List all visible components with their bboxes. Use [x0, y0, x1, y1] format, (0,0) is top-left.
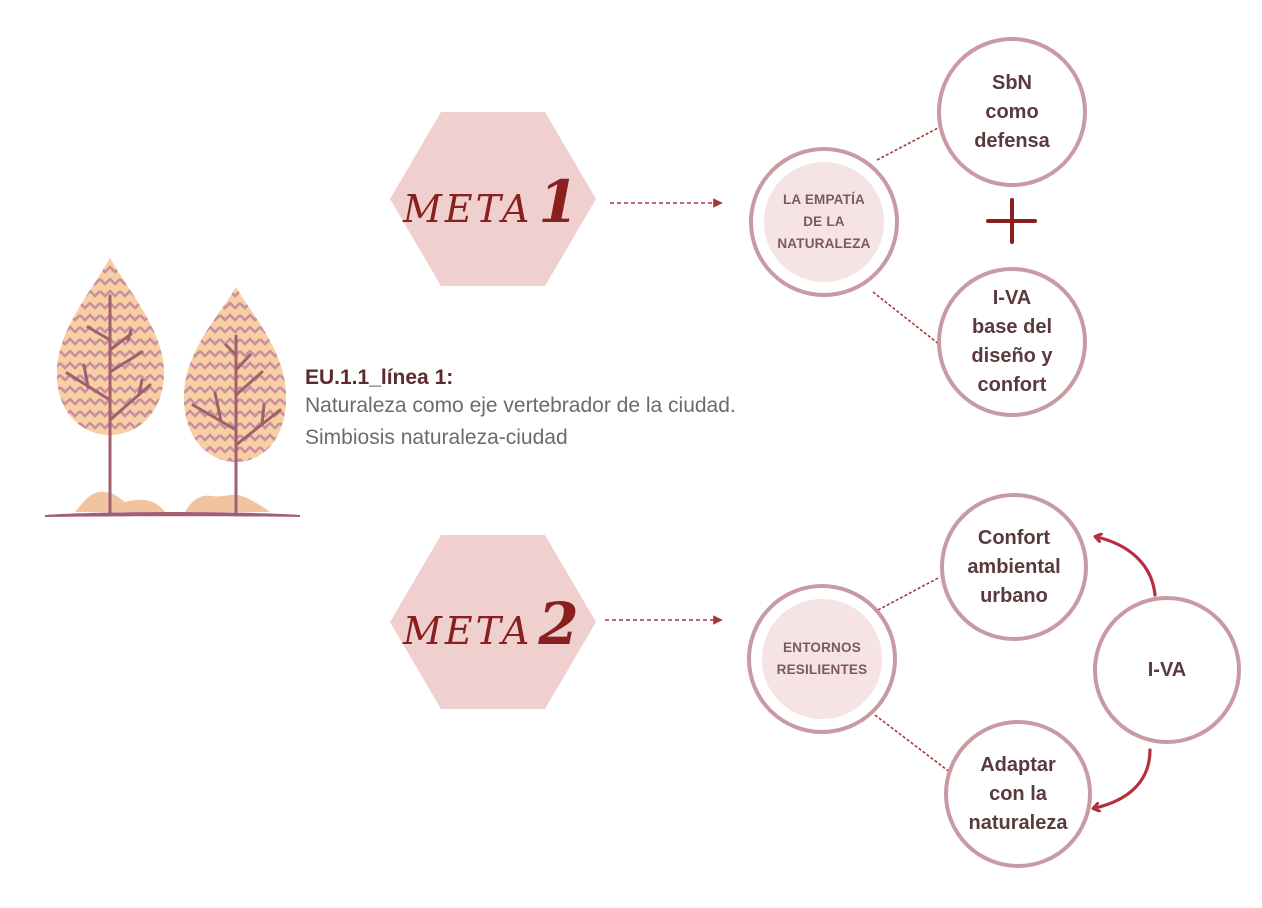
meta2-center-line-1: ENTORNOS [783, 639, 861, 655]
meta1-bottom-node: I-VA base del diseño y confort [937, 267, 1087, 417]
meta2-connector-top [877, 576, 941, 611]
meta2-word: META [403, 609, 533, 653]
meta2-top-line-3: urbano [980, 584, 1048, 607]
meta1-bottom-line-4: confort [977, 374, 1047, 396]
meta1-center-node: LA EMPATÍA DE LA NATURALEZA [749, 147, 899, 297]
meta1-bottom-line-3: diseño y [971, 345, 1053, 367]
meta1-center-line-2: DE LA [803, 213, 845, 229]
meta2-number: 2 [538, 590, 579, 658]
meta2-bottom-line-2: con la [989, 782, 1047, 805]
line-text-1: Naturaleza como eje vertebrador de la ci… [305, 394, 736, 417]
meta1-connector-top [876, 126, 941, 161]
line-text-2: Simbiosis naturaleza-ciudad [305, 426, 568, 449]
meta2-top-node: Confort ambiental urbano [940, 493, 1088, 641]
line-title: EU.1.1_línea 1: [305, 366, 454, 389]
plus-icon [986, 198, 1037, 244]
meta2-driver-node: I-VA [1093, 596, 1241, 744]
line-description: EU.1.1_línea 1: Naturaleza como eje vert… [305, 366, 736, 454]
meta1-bottom-line-1: I-VA [992, 287, 1032, 309]
meta2-driver-label: I-VA [1147, 658, 1187, 681]
meta1-hexagon [390, 112, 596, 286]
meta2-center-line-2: RESILIENTES [776, 661, 868, 677]
meta2-bottom-line-1: Adaptar [980, 753, 1056, 776]
curved-arrow-down [1095, 748, 1152, 808]
curved-arrow-up [1097, 537, 1157, 597]
meta2-bottom-line-3: naturaleza [968, 811, 1068, 834]
meta1-center-line-1: LA EMPATÍA [782, 191, 865, 207]
meta2-top-line-2: ambiental [967, 555, 1061, 578]
meta1-word: META [403, 187, 533, 231]
meta1-top-node: SbN como defensa [937, 37, 1087, 187]
meta1-center-line-3: NATURALEZA [777, 235, 871, 251]
meta1-connector-bottom [872, 291, 941, 346]
meta2-connector-bottom [874, 714, 952, 774]
meta2-top-line-1: Confort [977, 526, 1051, 549]
meta1-top-line-1: SbN [992, 71, 1032, 94]
meta1-bottom-line-2: base del [971, 316, 1053, 338]
meta1-number: 1 [538, 168, 579, 236]
meta2-hexagon [390, 535, 596, 709]
meta1-top-line-3: defensa [974, 129, 1050, 152]
trees-icon [45, 258, 300, 517]
meta1-top-line-2: como [985, 100, 1039, 123]
meta2-center-node: ENTORNOS RESILIENTES [747, 584, 897, 734]
meta2-bottom-node: Adaptar con la naturaleza [944, 720, 1092, 868]
